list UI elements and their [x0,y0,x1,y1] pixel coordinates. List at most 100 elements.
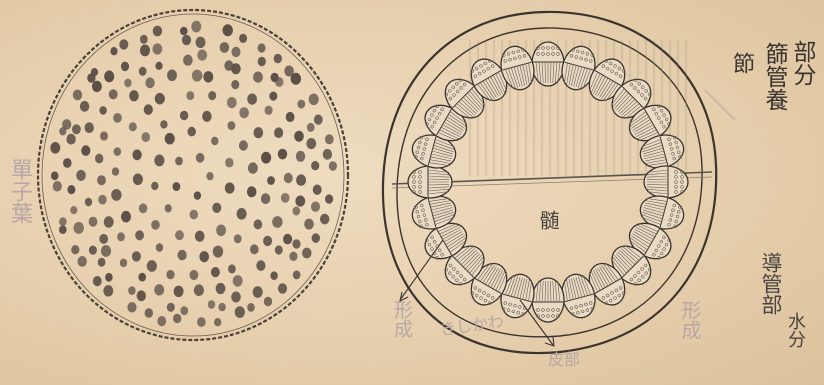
vascular-bundle-dot [296,174,306,185]
vascular-bundle-dot [329,161,337,170]
vascular-bundle-dot [283,234,292,245]
vascular-bundle-dot [228,264,236,273]
vascular-bundle-dot [325,134,334,144]
vascular-bundle-dot [190,210,198,220]
vascular-bundle-dot [132,251,141,261]
vascular-bundle-dot [235,306,245,318]
vascular-bundle-dot [104,216,114,227]
vascular-bundle-dot [309,94,319,106]
vascular-bundle-dot [258,43,266,52]
vascular-bundle-dot [59,225,67,234]
vascular-bundle-dot [223,24,233,36]
vascular-bundle [532,278,564,322]
vascular-bundle-dot [104,71,114,83]
vascular-bundle-dot [202,111,211,122]
vascular-bundle-dot [194,284,204,296]
vascular-bundle-dot [194,191,201,199]
vascular-bundle-dot [167,303,175,312]
vascular-bundle-dot [109,89,118,99]
vascular-bundle-dot [206,172,213,180]
vascular-bundle-dot [306,138,316,149]
vascular-bundle-dot [311,161,319,170]
vascular-bundle-dot [216,225,226,237]
vascular-bundle-dot [232,47,241,57]
vascular-bundle-dot [99,234,108,244]
vascular-bundle-dot [254,219,263,229]
vascular-bundle-dot [289,252,297,261]
vascular-bundle-dot [110,47,117,55]
vascular-bundle-dot [63,158,72,168]
vascular-bundle-dot [213,246,223,258]
vascular-bundle-dot [89,217,98,227]
vascular-bundle-dot [307,123,315,132]
vascular-bundle-dot [263,236,272,246]
vascular-bundle-dot [274,127,283,138]
vascular-bundle-dot [231,80,239,89]
vascular-bundle-dot [101,245,111,257]
vascular-bundle-dot [80,101,89,112]
vascular-bundle-dot [292,207,300,216]
vascular-bundle-dot [165,204,172,212]
vascular-bundle-dot [81,145,90,156]
vascular-bundle-dot [227,97,237,108]
vascular-bundle-dot [144,104,153,115]
label-pith: 髄 [538,210,558,230]
vascular-bundle-dot [275,77,283,87]
vascular-bundle-dot [175,230,184,240]
vascular-bundle-dot [97,175,106,185]
vascular-bundle-dot [151,220,160,230]
vascular-bundle-dot [74,222,84,234]
vascular-bundle-dot [261,193,270,204]
vascular-bundle-dot [71,245,79,254]
vascular-bundle-dot [286,112,295,122]
vascular-bundle-dot [220,42,229,53]
vascular-bundle-dot [218,303,225,311]
vascular-bundle-dot [59,217,67,226]
vascular-bundle-dot [292,239,300,248]
vascular-bundle-dot [180,111,188,121]
vascular-bundle-dot [114,147,122,156]
vascular-bundle-dot [264,297,272,307]
vascular-bundle-dot [66,134,75,145]
vascular-bundle-dot [296,151,305,162]
vascular-bundle-dot [196,37,206,48]
vascular-bundle-dot [183,55,193,66]
vascular-bundle-dot [212,203,221,213]
vascular-bundle-dot [256,260,265,271]
vascular-bundle-dot [99,106,106,115]
vascular-bundle-dot [253,127,263,138]
vascular-bundle-dot [138,273,146,282]
vascular-bundle-dot [190,270,199,280]
scattered-vascular-bundles [50,21,337,327]
vascular-bundle-dot [120,259,127,268]
vascular-bundle-dot [93,276,102,286]
vascular-bundle [408,166,452,198]
vascular-bundle-dot [186,91,194,100]
vascular-bundle-dot [274,54,282,64]
vascular-bundle-dot [155,62,162,70]
vascular-bundle-dot [98,195,106,205]
vascular-bundle-dot [157,316,166,326]
vascular-bundle-dot [160,120,167,128]
vascular-bundle-dot [293,271,301,280]
vascular-bundle-dot [139,67,147,76]
vascular-bundle-dot [121,62,129,72]
vascular-bundle-dot [295,196,305,207]
vascular-bundle-dot [239,107,249,118]
vascular-bundle-dot [267,176,275,185]
vascular-bundle-dot [127,302,136,313]
vascular-bundle-dot [129,122,137,131]
vascular-bundle-dot [247,186,257,197]
vascular-bundle-dot [128,286,135,295]
label-monocot: 單子葉 [8,158,30,224]
vascular-bundle [644,166,688,198]
vascular-bundle-dot [199,251,209,262]
vascular-bundle-dot [62,119,71,130]
vascular-bundle-dot [208,91,216,100]
vascular-bundle-dot [95,154,103,164]
vascular-bundle-dot [67,185,75,194]
vascular-bundle-dot [142,132,151,142]
vascular-bundle-dot [314,115,323,125]
vascular-bundle-dot [111,189,121,201]
vascular-bundle-dot [208,300,215,309]
